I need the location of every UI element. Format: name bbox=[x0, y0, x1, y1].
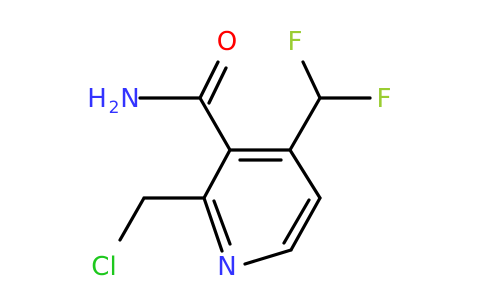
bond-c5-c6 bbox=[289, 196, 322, 252]
atom-label-amide-hydrogen: H bbox=[87, 84, 107, 114]
bond-chf2-ftop bbox=[301, 60, 322, 100]
bond-ch2-cl bbox=[118, 196, 146, 242]
bond-c4-chf2 bbox=[288, 96, 322, 152]
atom-label-amide-h-count: 2 bbox=[109, 98, 120, 118]
atom-label-nitrogen: N bbox=[217, 252, 236, 282]
bond-c5-c6-inner bbox=[282, 198, 311, 245]
bond-n-c2 bbox=[202, 196, 224, 253]
atom-label-oxygen: O bbox=[217, 27, 237, 57]
atom-label-chlorine: Cl bbox=[91, 252, 116, 282]
atom-label-fluorine-top: F bbox=[288, 27, 303, 57]
bond-c2-c3 bbox=[202, 148, 232, 200]
atom-label-amide-nitrogen: N bbox=[120, 84, 139, 114]
bond-n-c2-inner bbox=[212, 199, 232, 246]
bond-c4-c5 bbox=[288, 148, 322, 200]
atom-label-fluorine-right: F bbox=[377, 84, 392, 114]
bond-camide-o-a bbox=[198, 60, 220, 100]
bond-camide-o-b bbox=[207, 66, 228, 105]
bond-c6-n bbox=[243, 248, 293, 266]
bond-c3-camide bbox=[198, 96, 232, 152]
